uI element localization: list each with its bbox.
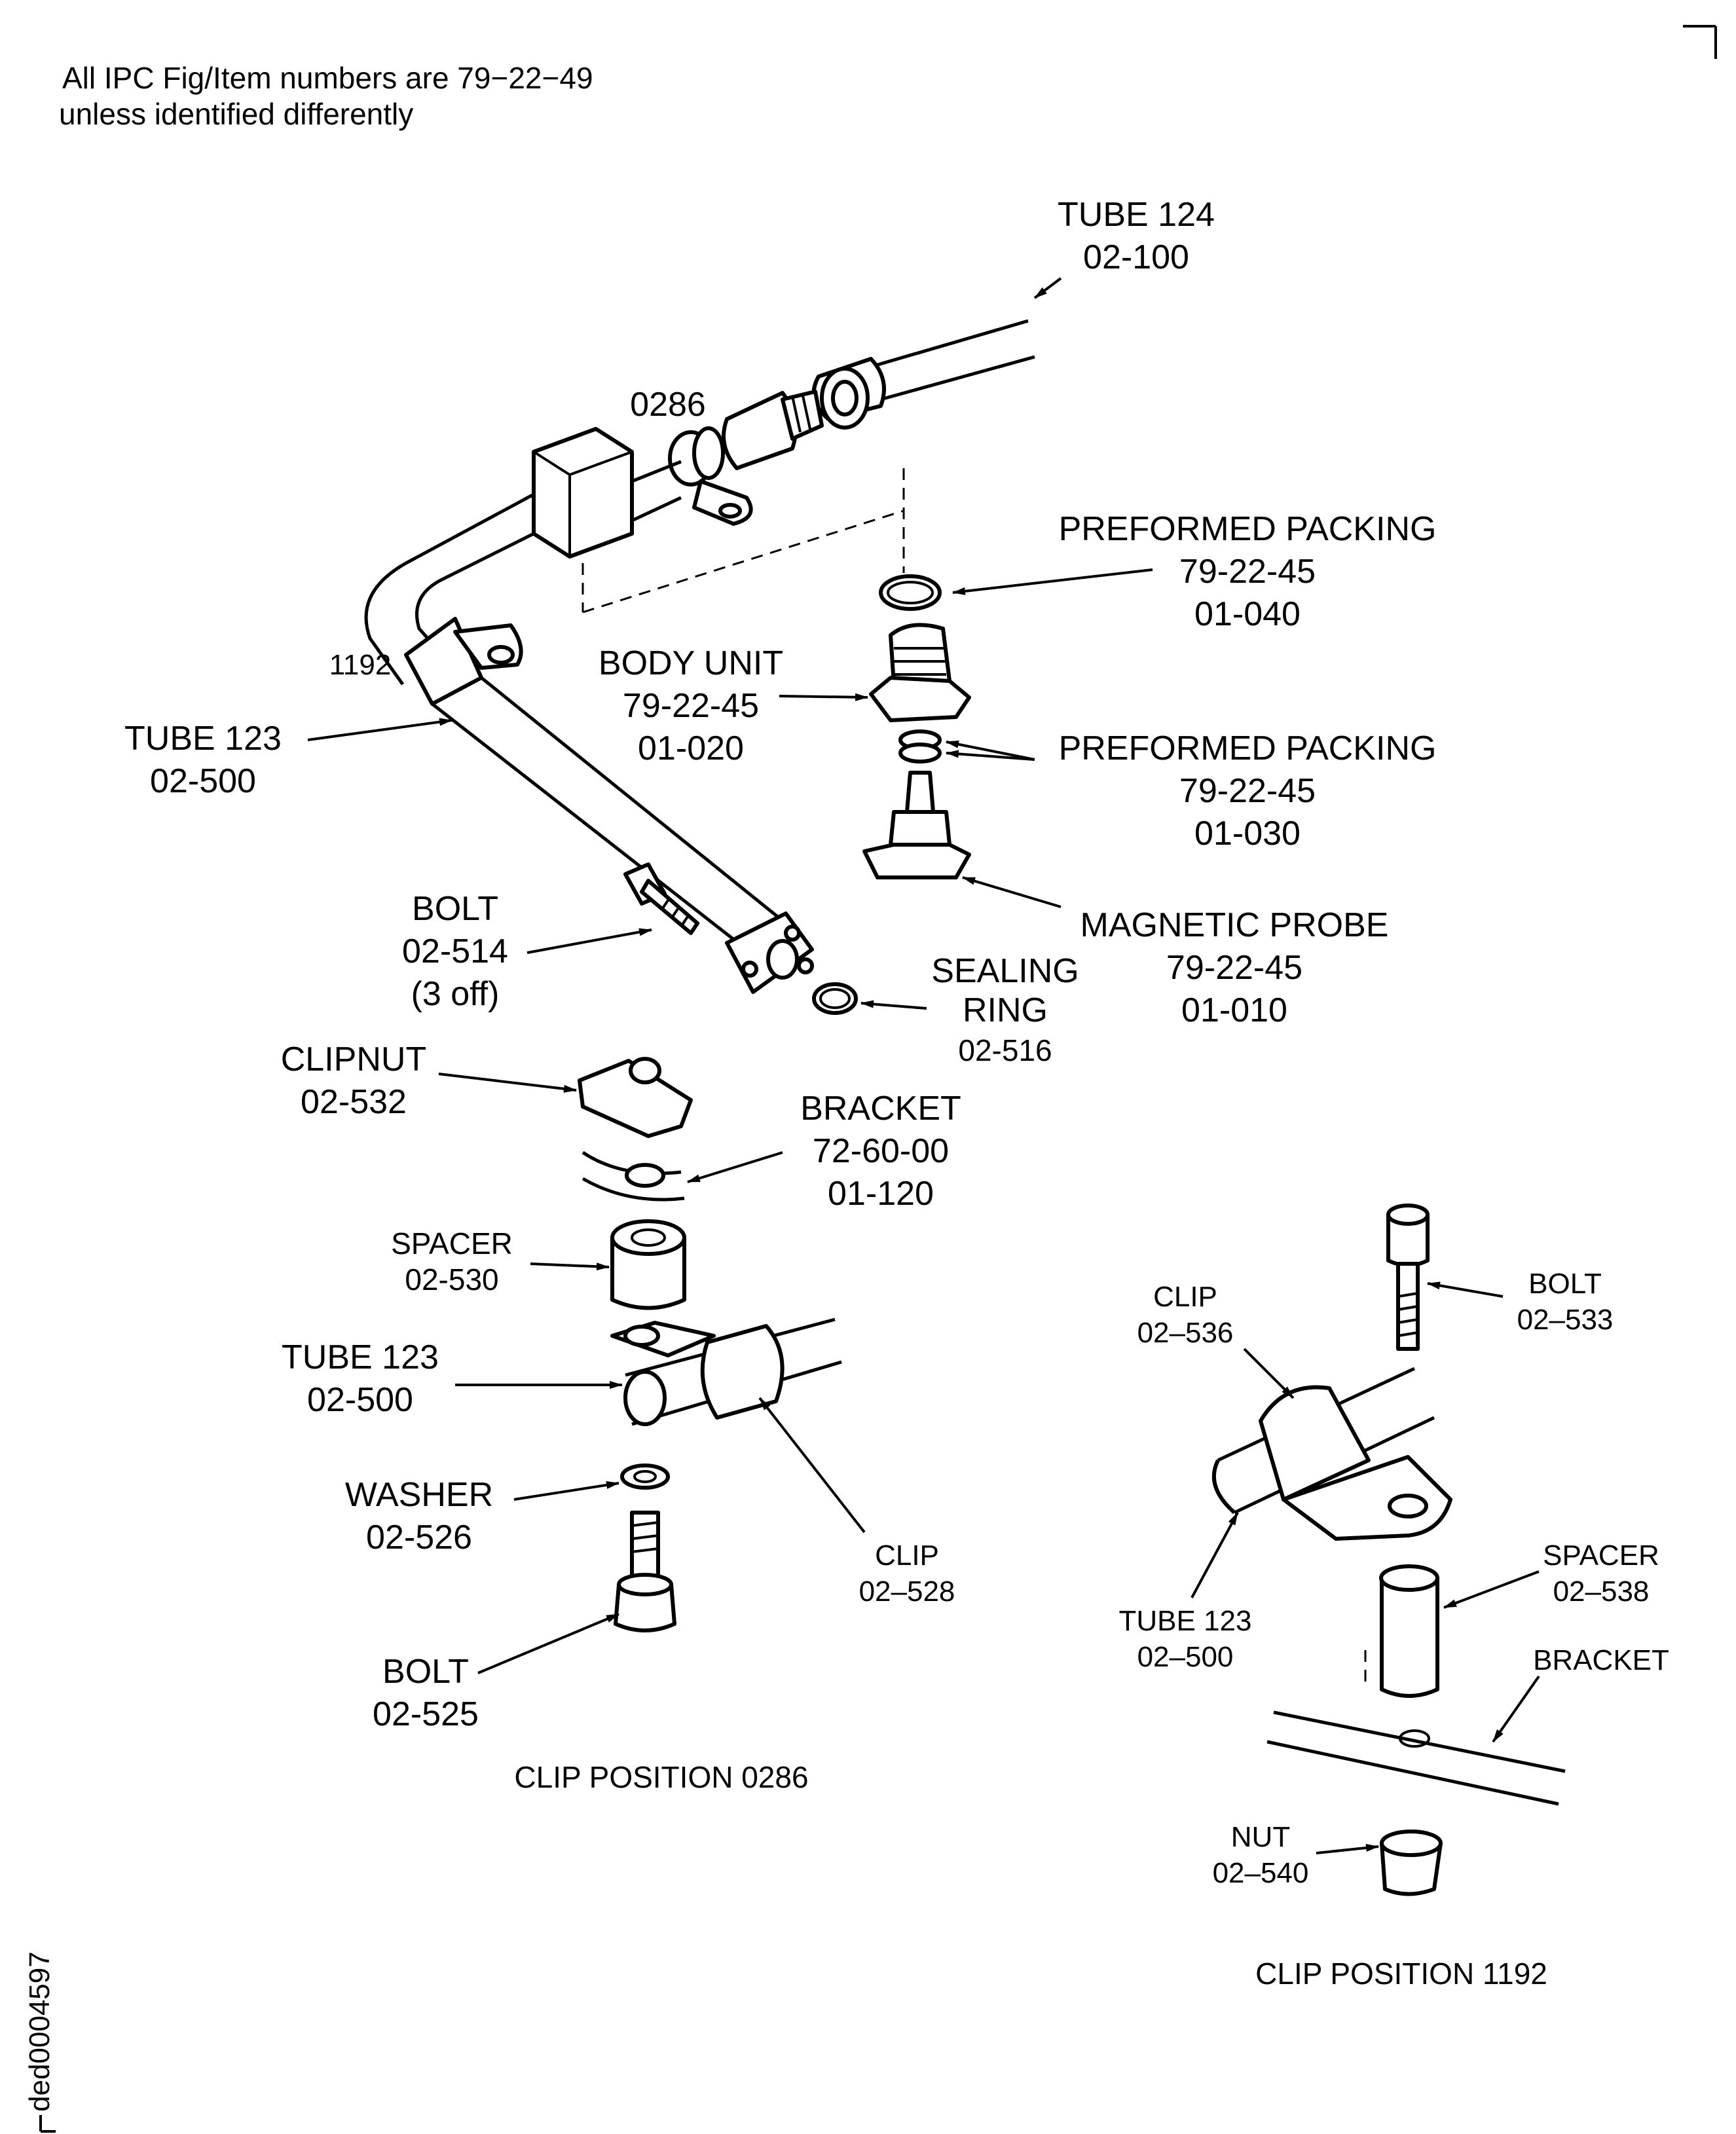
callout-clip-536: CLIP 02–536 — [1137, 1281, 1234, 1349]
magnetic-probe-name: MAGNETIC PROBE — [1080, 906, 1389, 944]
bracket-7260-fig: 72-60-00 — [813, 1132, 949, 1170]
clip-536-item: 02–536 — [1137, 1317, 1234, 1349]
callout-bolt-514: BOLT 02-514 (3 off) — [402, 890, 508, 1013]
bracket-1192-name: BRACKET — [1533, 1644, 1669, 1676]
tube-123-1192-item: 02–500 — [1137, 1641, 1234, 1673]
bolt-514-qty: (3 off) — [411, 975, 500, 1013]
bolt-533-name: BOLT — [1528, 1268, 1602, 1300]
tube-123-1192-name: TUBE 123 — [1119, 1605, 1252, 1637]
body-unit-fig: 79-22-45 — [623, 687, 759, 725]
clip-528-name: CLIP — [875, 1539, 939, 1572]
bolt-514-item: 02-514 — [402, 932, 508, 970]
spacer-530-name: SPACER — [391, 1226, 513, 1260]
fitting-0286 — [668, 390, 824, 526]
nut-540-name: NUT — [1231, 1821, 1290, 1853]
sealing-ring-name2: RING — [963, 991, 1048, 1029]
callout-tube-123-1192: TUBE 123 02–500 — [1119, 1605, 1252, 1673]
callout-bolt-525: BOLT 02-525 — [373, 1653, 479, 1733]
callout-clip-528: CLIP 02–528 — [859, 1539, 955, 1608]
callout-washer: WASHER 02-526 — [345, 1476, 493, 1556]
callout-sealing-ring: SEALING RING 02-516 — [931, 952, 1079, 1067]
callout-tube-124: TUBE 124 02-100 — [1058, 196, 1215, 276]
tube-124-item: 02-100 — [1083, 238, 1189, 276]
callout-bolt-533: BOLT 02–533 — [1517, 1268, 1614, 1336]
tube-124-name: TUBE 124 — [1058, 196, 1215, 234]
tube-124-part — [811, 319, 1035, 430]
callout-tube-123-main: TUBE 123 02-500 — [124, 720, 282, 800]
packing-top-fig: 79-22-45 — [1179, 553, 1316, 591]
callout-spacer-538: SPACER 02–538 — [1543, 1539, 1659, 1608]
callout-body-unit: BODY UNIT 79-22-45 01-020 — [599, 644, 783, 767]
spacer-530-item: 02-530 — [405, 1262, 498, 1297]
callout-bracket-72-60-00: BRACKET 72-60-00 01-120 — [800, 1090, 961, 1213]
packing-mid-name: PREFORMED PACKING — [1059, 729, 1437, 767]
figure-id: ded0004597 — [24, 1951, 56, 2112]
tube-123-clip-item: 02-500 — [307, 1381, 413, 1419]
tube-123-main-item: 02-500 — [150, 762, 256, 800]
clip-528-item: 02–528 — [859, 1575, 955, 1608]
junction-block — [532, 427, 634, 559]
bolt-525-name: BOLT — [382, 1653, 469, 1691]
bolt-514-name: BOLT — [412, 890, 498, 928]
bolt-525-item: 02-525 — [373, 1695, 479, 1733]
packing-mid-fig: 79-22-45 — [1179, 772, 1316, 810]
callout-magnetic-probe: MAGNETIC PROBE 79-22-45 01-010 — [1080, 906, 1389, 1029]
callout-preformed-packing-01-040: PREFORMED PACKING 79-22-45 01-040 — [1059, 510, 1437, 633]
figure-id-mark: ded0004597 — [24, 1951, 56, 2133]
callout-nut-540: NUT 02–540 — [1213, 1821, 1309, 1889]
clip-0286-exploded — [578, 1057, 842, 1632]
body-unit-name: BODY UNIT — [599, 644, 783, 682]
callout-spacer-530: SPACER 02-530 — [391, 1226, 513, 1297]
main-tube-assembly — [364, 319, 1035, 1015]
caption-clip-position-0286: CLIP POSITION 0286 — [514, 1760, 808, 1794]
spacer-538-item: 02–538 — [1553, 1575, 1650, 1608]
caption-clip-position-1192: CLIP POSITION 1192 — [1255, 1957, 1547, 1991]
clip-1192-exploded — [1211, 1204, 1566, 1896]
ipc-note-line1: All IPC Fig/Item numbers are 79−22−49 — [62, 61, 593, 95]
packing-mid-item: 01-030 — [1194, 815, 1301, 853]
tube-123-main-name: TUBE 123 — [124, 720, 282, 758]
callout-preformed-packing-01-030: PREFORMED PACKING 79-22-45 01-030 — [1059, 729, 1437, 853]
bracket-7260-item: 01-120 — [828, 1175, 934, 1213]
washer-name: WASHER — [345, 1476, 493, 1514]
tube-flange — [725, 911, 814, 994]
preformed-packing-01-030-part — [898, 729, 942, 763]
sealing-ring-name1: SEALING — [931, 952, 1079, 990]
magnetic-probe-fig: 79-22-45 — [1166, 949, 1302, 987]
magnetic-probe-item: 01-010 — [1181, 991, 1287, 1029]
washer-item: 02-526 — [366, 1518, 472, 1556]
position-0286-label: 0286 — [630, 386, 706, 424]
body-unit-part — [869, 623, 971, 722]
magnetic-probe-part — [862, 771, 971, 879]
bracket-7260-name: BRACKET — [800, 1090, 961, 1128]
tube-123-clip-name: TUBE 123 — [282, 1338, 439, 1376]
bolt-514-part — [623, 862, 699, 935]
body-unit-item: 01-020 — [638, 729, 744, 767]
callout-tube-123-clip: TUBE 123 02-500 — [282, 1338, 439, 1419]
sealing-ring-item: 02-516 — [958, 1033, 1052, 1067]
bolt-533-item: 02–533 — [1517, 1304, 1614, 1336]
packing-top-item: 01-040 — [1194, 595, 1301, 633]
callout-clipnut: CLIPNUT 02-532 — [281, 1040, 426, 1121]
packing-top-name: PREFORMED PACKING — [1059, 510, 1437, 548]
clip-536-name: CLIP — [1153, 1281, 1217, 1313]
spacer-538-name: SPACER — [1543, 1539, 1659, 1572]
nut-540-item: 02–540 — [1213, 1857, 1309, 1889]
clipnut-item: 02-532 — [301, 1083, 407, 1121]
ipc-note-line2: unless identified differently — [59, 97, 413, 131]
corner-crop-mark — [1683, 25, 1717, 59]
position-1192-label: 1192 — [329, 649, 392, 681]
leader-lines — [307, 277, 1540, 1854]
preformed-packing-01-040-part — [879, 574, 942, 611]
clipnut-name: CLIPNUT — [281, 1040, 426, 1078]
tube-123-elbow — [364, 492, 787, 951]
